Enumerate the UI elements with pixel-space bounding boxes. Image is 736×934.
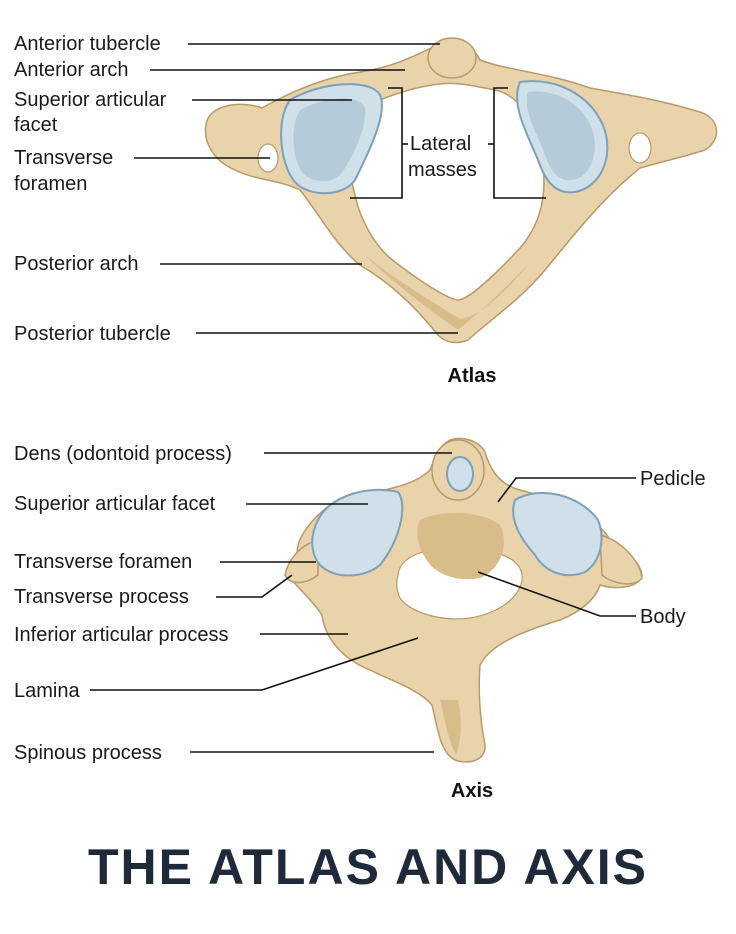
axis-spinous-shade (440, 700, 461, 755)
label-transverse-foramen-line2: foramen (14, 173, 87, 195)
atlas-anterior-tubercle (427, 37, 477, 79)
label-posterior-arch: Posterior arch (14, 253, 139, 275)
label-spinous-process: Spinous process (14, 742, 162, 764)
label-lateral-masses-line2: masses (408, 159, 477, 181)
label-transverse-foramen-line1: Transverse (14, 147, 113, 169)
label-anterior-arch: Anterior arch (14, 59, 129, 81)
bracket-lateral-right (493, 87, 546, 199)
label-axis-transverse-foramen: Transverse foramen (14, 551, 192, 573)
label-superior-facet-line1: Superior articular (14, 89, 167, 111)
atlas-labels: Anterior tubercle Anterior arch Superior… (14, 33, 496, 387)
axis-facet-left (311, 488, 404, 577)
bracket-lateral-left (350, 87, 403, 199)
axis-body-shade (417, 513, 504, 580)
label-anterior-tubercle: Anterior tubercle (14, 33, 161, 55)
leader-axis-transverse-process (216, 574, 293, 598)
axis-dens-facet (446, 456, 474, 492)
leader-pedicle (497, 477, 636, 503)
label-axis-superior-facet: Superior articular facet (14, 493, 216, 515)
label-inferior-process: Inferior articular process (14, 624, 229, 646)
atlas-facet-left-inner (293, 98, 366, 182)
label-lateral-masses-line1: Lateral (410, 133, 471, 155)
label-axis-transverse-process: Transverse process (14, 586, 189, 608)
label-superior-facet-line2: facet (14, 114, 58, 136)
page-title: THE ATLAS AND AXIS (87, 839, 649, 895)
axis-illustration (284, 437, 643, 763)
atlas-ring (204, 40, 718, 344)
leader-lamina (90, 637, 419, 691)
atlas-illustration (204, 37, 718, 344)
axis-facet-right (512, 492, 603, 577)
label-pedicle: Pedicle (640, 468, 706, 490)
axis-caption: Axis (451, 780, 493, 802)
atlas-transverse-foramen-right (628, 132, 652, 164)
atlas-leader-lines (134, 43, 546, 334)
atlas-facet-right-inner (526, 91, 595, 181)
label-dens: Dens (odontoid process) (14, 443, 232, 465)
atlas-shade (365, 255, 530, 330)
label-lamina: Lamina (14, 680, 80, 702)
leader-body (477, 571, 636, 617)
axis-leader-lines (90, 452, 636, 753)
atlas-caption: Atlas (448, 365, 497, 387)
label-posterior-tubercle: Posterior tubercle (14, 323, 171, 345)
label-body: Body (640, 606, 686, 628)
axis-labels: Dens (odontoid process) Superior articul… (14, 443, 706, 802)
axis-transverse-process-right (599, 534, 643, 585)
